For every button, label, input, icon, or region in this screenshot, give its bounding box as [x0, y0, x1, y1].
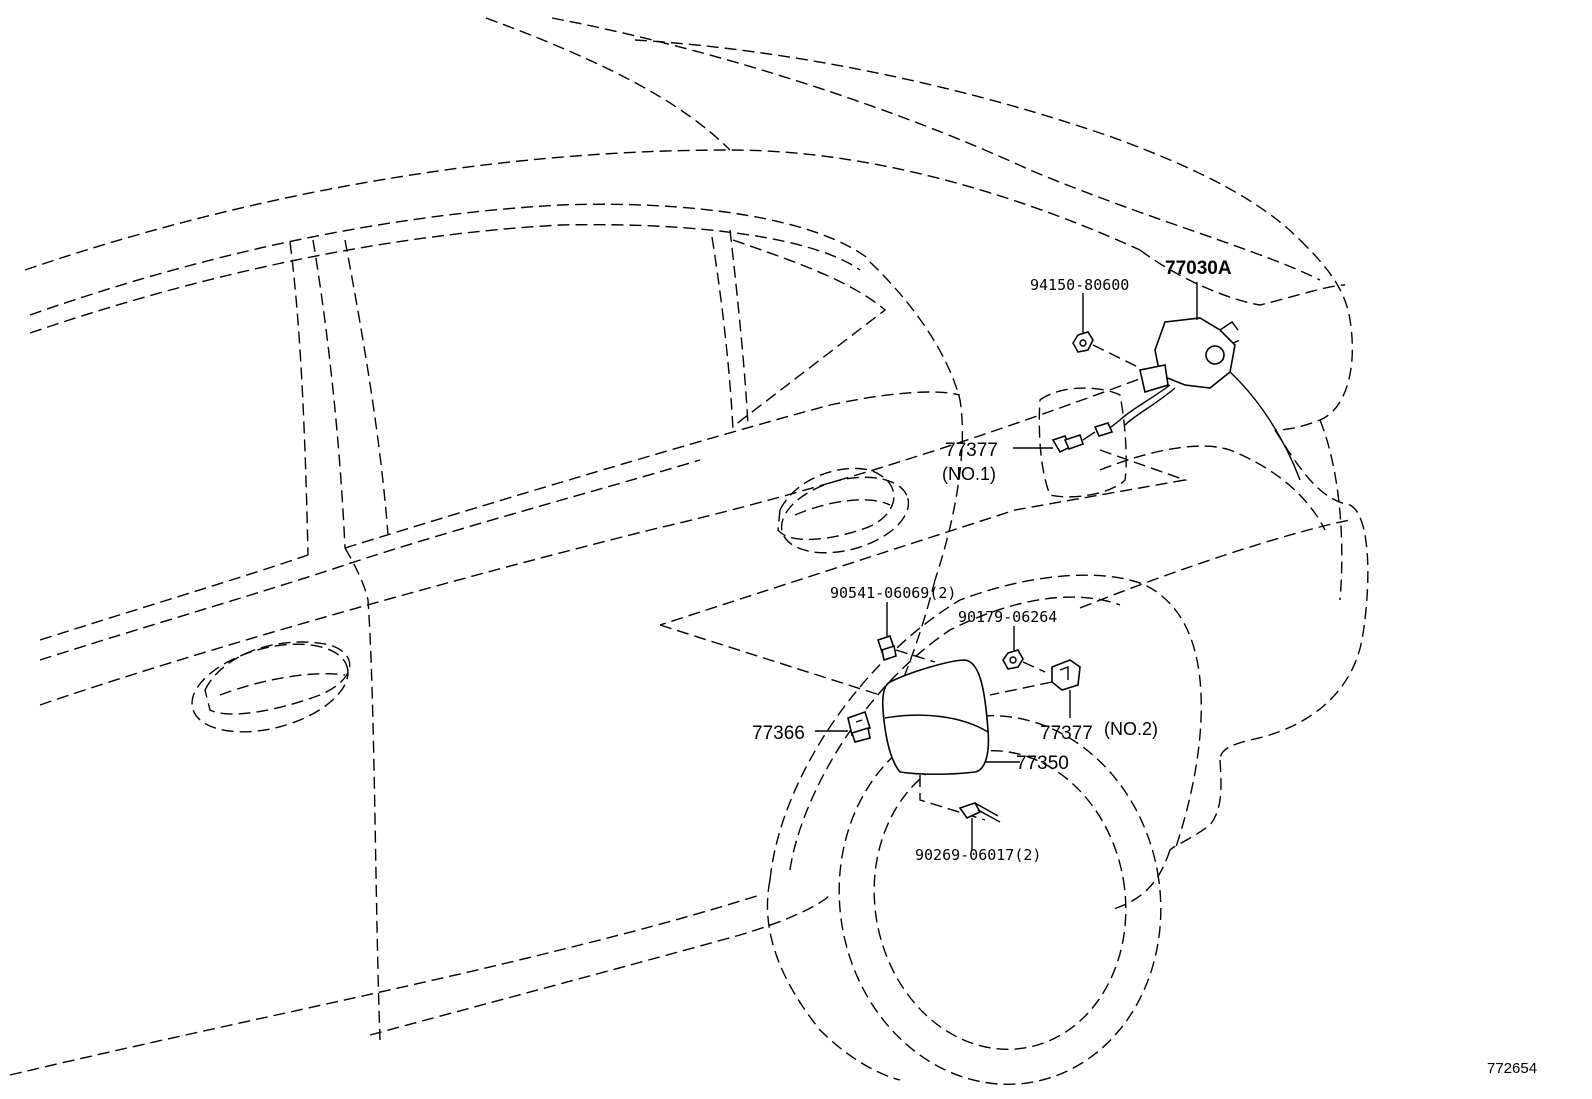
label-lock-actuator: 77030A — [1165, 258, 1232, 279]
diagram-reference-number: 772654 — [1487, 1060, 1537, 1077]
label-spring-no2: 77377 — [1040, 723, 1093, 744]
label-nut-94150-80600: 94150-80600 — [1030, 276, 1129, 294]
label-spring-no2-note: (NO.2) — [1104, 719, 1158, 739]
hinge-77366 — [847, 710, 871, 743]
lock-actuator-77030a — [1099, 317, 1301, 481]
label-fuel-lid-77350: 77350 — [1016, 753, 1069, 774]
clip-90269-06017 — [958, 802, 1001, 823]
bolt-90541-06069 — [876, 634, 936, 663]
rear-wheel — [766, 574, 1202, 1085]
leader-lines — [815, 282, 1198, 850]
spring-77377-no2 — [989, 659, 1081, 696]
label-nut-90179-06264: 90179-06264 — [958, 608, 1057, 626]
fuel-lid-77350 — [881, 659, 990, 821]
label-spring-no1-note: (NO.1) — [942, 464, 996, 484]
nut-90179-06264 — [1002, 649, 1046, 673]
fuel-filler-opening — [659, 387, 1351, 696]
label-spring-no1: 77377 — [945, 440, 998, 461]
label-clip-90269-06017: 90269-06017(2) — [915, 846, 1041, 864]
nut-94150-80600 — [1072, 331, 1141, 369]
vehicle-body-outline — [9, 17, 1369, 1076]
label-bolt-90541-06069: 90541-06069(2) — [830, 584, 956, 602]
label-hinge-77366: 77366 — [752, 723, 805, 744]
spring-77377-no1 — [1051, 422, 1114, 454]
rear-door-handle — [777, 467, 910, 554]
front-door-handle — [191, 641, 351, 733]
